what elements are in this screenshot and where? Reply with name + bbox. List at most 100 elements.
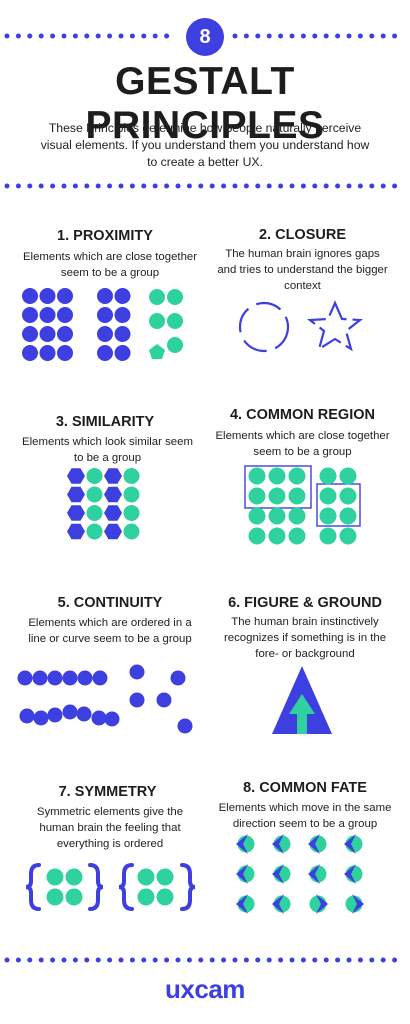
count-badge: 8 bbox=[186, 18, 224, 56]
proximity-dot bbox=[97, 307, 113, 323]
intro-text: These Principles determine how people na… bbox=[40, 121, 370, 169]
closure-heading: 2. CLOSURE bbox=[258, 227, 346, 243]
divider-dot bbox=[129, 183, 135, 189]
fate-chevron bbox=[344, 864, 356, 884]
continuity-dot bbox=[32, 670, 48, 686]
divider-dot bbox=[346, 183, 352, 189]
similarity-hexagon bbox=[67, 486, 85, 503]
fate-chevron bbox=[272, 834, 284, 854]
continuity-dot bbox=[62, 670, 78, 686]
region-dot bbox=[319, 507, 337, 525]
divider-dot bbox=[4, 183, 10, 189]
region-dot bbox=[268, 527, 286, 545]
proximity-dot bbox=[114, 288, 131, 304]
fate-chevron bbox=[352, 894, 364, 914]
fate-chevron bbox=[308, 834, 320, 854]
divider-dot bbox=[289, 957, 295, 963]
intro-dotted-divider bbox=[4, 183, 398, 189]
divider-dot bbox=[152, 183, 158, 189]
similarity-hexagon bbox=[67, 505, 85, 521]
divider-dot bbox=[198, 183, 204, 189]
proximity-dot bbox=[39, 326, 56, 342]
proximity-dot bbox=[39, 307, 56, 323]
continuity-dot bbox=[33, 710, 49, 726]
figure-ground-heading: 6. FIGURE & GROUND bbox=[228, 595, 382, 611]
symmetry-illustration bbox=[25, 863, 195, 911]
similarity-hexagon bbox=[104, 486, 122, 503]
divider-dot bbox=[266, 183, 272, 189]
right-brace bbox=[88, 863, 104, 911]
divider-dot bbox=[141, 957, 147, 963]
divider-dot bbox=[141, 33, 147, 39]
continuity-dot bbox=[92, 670, 108, 686]
divider-dot bbox=[255, 957, 261, 963]
continuity-dot bbox=[129, 664, 145, 680]
similarity-dot bbox=[123, 505, 140, 521]
figure-ground-description: The human brain instinctively recognizes… bbox=[223, 616, 387, 660]
proximity-dot bbox=[57, 307, 73, 323]
continuity-heading: 5. CONTINUITY bbox=[57, 595, 163, 611]
region-dot bbox=[339, 527, 357, 545]
divider-dot bbox=[323, 957, 329, 963]
divider-dot bbox=[232, 183, 238, 189]
divider-dot bbox=[95, 957, 101, 963]
proximity-dot bbox=[22, 345, 38, 361]
fate-chevron bbox=[272, 864, 284, 884]
divider-dot bbox=[4, 957, 10, 963]
similarity-dot bbox=[123, 468, 140, 484]
proximity-dot bbox=[57, 326, 73, 342]
divider-dot bbox=[380, 183, 386, 189]
divider-dot bbox=[27, 33, 33, 39]
proximity-dot bbox=[57, 345, 73, 361]
divider-dot bbox=[84, 957, 90, 963]
similarity-hexagon bbox=[104, 505, 122, 521]
continuity-dot bbox=[156, 692, 172, 708]
continuity-dot bbox=[47, 670, 63, 686]
region-dot bbox=[319, 467, 337, 485]
region-dot bbox=[268, 487, 286, 505]
divider-dot bbox=[38, 957, 44, 963]
fate-chevron bbox=[272, 894, 284, 914]
region-box-right bbox=[316, 483, 361, 527]
proximity-description: Elements which are close together seem t… bbox=[22, 251, 198, 279]
similarity-illustration bbox=[67, 468, 140, 540]
similarity-hexagon bbox=[67, 468, 85, 484]
divider-dot bbox=[357, 33, 363, 39]
proximity-dot bbox=[149, 313, 165, 329]
left-brace bbox=[25, 863, 41, 911]
divider-dot bbox=[255, 183, 261, 189]
divider-dot bbox=[289, 33, 295, 39]
proximity-dot bbox=[167, 337, 183, 353]
proximity-dot bbox=[39, 288, 56, 304]
continuity-dot bbox=[129, 692, 145, 708]
divider-dot bbox=[164, 33, 170, 39]
divider-dot bbox=[72, 183, 78, 189]
ground-tree bbox=[289, 694, 315, 734]
region-dot bbox=[319, 487, 337, 505]
continuity-dot bbox=[104, 711, 120, 727]
continuity-dot bbox=[91, 710, 107, 726]
common-fate-heading: 8. COMMON FATE bbox=[243, 780, 367, 796]
divider-dot bbox=[27, 957, 33, 963]
divider-dot bbox=[232, 957, 238, 963]
divider-dot bbox=[95, 33, 101, 39]
region-dot bbox=[268, 507, 286, 525]
divider-dot bbox=[312, 957, 318, 963]
divider-dot bbox=[335, 957, 341, 963]
symmetry-dot bbox=[156, 868, 174, 886]
divider-dot bbox=[61, 183, 67, 189]
divider-dot bbox=[312, 183, 318, 189]
dashed-star bbox=[307, 300, 363, 352]
divider-dot bbox=[50, 33, 56, 39]
region-dot bbox=[288, 507, 306, 525]
continuity-dot bbox=[170, 670, 186, 686]
proximity-dot bbox=[97, 345, 113, 361]
closure-illustration bbox=[238, 300, 363, 353]
divider-dot bbox=[198, 957, 204, 963]
similarity-heading: 3. SIMILARITY bbox=[55, 414, 155, 430]
continuity-dot bbox=[47, 707, 63, 723]
region-dot bbox=[248, 527, 266, 545]
common-region-heading: 4. COMMON REGION bbox=[229, 407, 375, 423]
symmetry-description: Symmetric elements give the human brain … bbox=[36, 806, 184, 850]
divider-dot bbox=[323, 33, 329, 39]
